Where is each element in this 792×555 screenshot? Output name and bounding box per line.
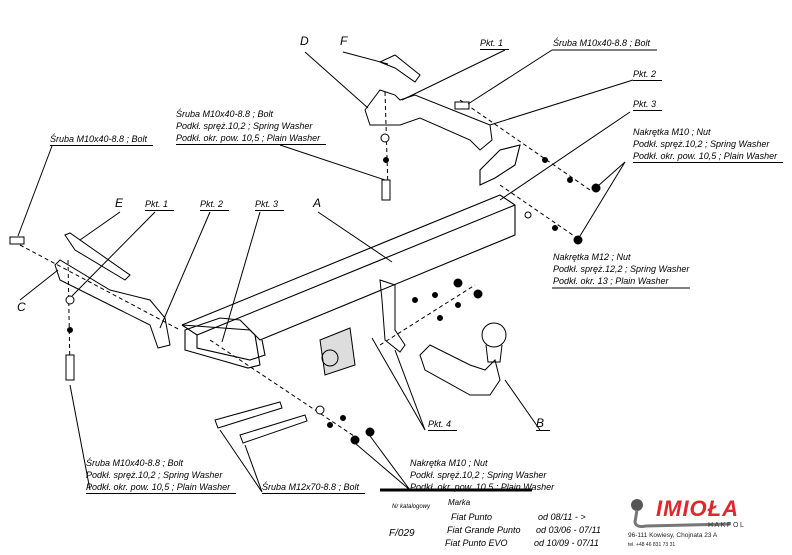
callout-bolt-top-right: Śruba M10x40-8.8 ; Bolt: [553, 38, 651, 48]
callout-bolt-bottom-left: Śruba M10x40-8.8 ; Bolt Podkł. spręż.10,…: [86, 457, 237, 494]
callout-line: Podkł. spręż.10,2 ; Spring Washer: [86, 470, 223, 480]
leader-lines: [17, 49, 690, 493]
callout-line: Nakrętka M10 ; Nut: [633, 127, 711, 137]
callout-line: Śruba M10x40-8.8 ; Bolt: [176, 109, 274, 119]
callout-line: Podkł. okr. pow. 10,5 ; Plain Washer: [410, 482, 555, 492]
label-pkt3-top: Pkt. 3: [633, 98, 663, 111]
model-name: Fiat Grande Punto: [447, 525, 521, 535]
label-pkt1-left: Pkt. 1: [145, 198, 175, 211]
label-F: F: [340, 34, 348, 48]
label-pkt4: Pkt. 4: [428, 418, 458, 431]
callout-nut-m12: Nakrętka M12 ; Nut Podkł. spręż.12,2 ; S…: [553, 251, 689, 287]
label-pkt1-top: Pkt. 1: [480, 37, 510, 50]
callout-line: Nakrętka M12 ; Nut: [553, 252, 631, 262]
callout-nut-m10-bottom: Nakrętka M10 ; Nut Podkł. spręż.10,2 ; S…: [410, 457, 554, 493]
callout-bolt-m12: Śruba M12x70-8.8 ; Bolt: [262, 481, 366, 494]
model-years: od 03/06 - 07/11: [536, 525, 601, 535]
model-name: Fiat Punto: [451, 512, 493, 522]
bracket-D-F: [364, 54, 493, 151]
label-C: C: [17, 300, 26, 314]
label-pkt2-top: Pkt. 2: [633, 68, 663, 81]
label-A: A: [313, 196, 322, 210]
callout-line: Podkł. spręż.10,2 ; Spring Washer: [176, 121, 313, 131]
callout-bolt-left: Śruba M10x40-8.8 ; Bolt: [50, 133, 154, 146]
label-B: B: [536, 416, 551, 431]
drop-bracket: [379, 279, 406, 353]
callout-line: Śruba M10x40-8.8 ; Bolt: [86, 458, 184, 468]
company-address: 96-111 Kowiesy, Chojnata 23 A: [628, 532, 718, 539]
model-years: od 10/09 - 07/11: [534, 538, 599, 548]
label-E: E: [115, 196, 124, 210]
callout-line: Podkł. spręż.12,2 ; Spring Washer: [553, 264, 690, 274]
label-pkt3-left: Pkt. 3: [255, 198, 285, 211]
main-crossbar: [181, 144, 521, 369]
callout-line: Podkł. okr. 13 ; Plain Washer: [553, 276, 669, 286]
brand-header: Marka: [448, 498, 471, 507]
company-tel: tel. +48 46 831 73 31: [628, 542, 676, 548]
dashed-axes: [19, 91, 591, 441]
fasteners: [9, 101, 601, 445]
company-name: IMIOŁA: [656, 496, 739, 521]
label-pkt2-left: Pkt. 2: [200, 198, 230, 211]
callout-line: Nakrętka M10 ; Nut: [410, 458, 488, 468]
callout-line: Podkł. okr. pow. 10,5 ; Plain Washer: [176, 132, 327, 145]
callout-line: Podkł. okr. pow. 10,5 ; Plain Washer: [633, 150, 784, 163]
label-D: D: [300, 34, 309, 48]
company-logo: IMIOŁA HAKPOL 96-111 Kowiesy, Chojnata 2…: [626, 497, 792, 555]
callout-bolt-top-center: Śruba M10x40-8.8 ; Bolt Podkł. spręż.10,…: [176, 108, 327, 145]
company-sub: HAKPOL: [708, 522, 746, 529]
catalog-number: F/029: [389, 528, 415, 539]
ball-neck-B: [419, 322, 507, 396]
model-years: od 08/11 - >: [538, 512, 586, 522]
catalog-header: Nr katalogowy: [392, 504, 431, 510]
callout-line: Podkł. spręż.10,2 ; Spring Washer: [410, 470, 547, 480]
callout-line: Podkł. spręż.10,2 ; Spring Washer: [633, 139, 770, 149]
socket-plate: [319, 327, 356, 376]
bracket-E-C: [54, 232, 171, 349]
callout-line: Podkł. okr. pow. 10,5 ; Plain Washer: [86, 481, 237, 494]
model-name: Fiat Punto EVO: [445, 538, 508, 548]
callout-nut-m10-right: Nakrętka M10 ; Nut Podkł. spręż.10,2 ; S…: [633, 126, 784, 163]
logo-mark: [631, 499, 731, 528]
